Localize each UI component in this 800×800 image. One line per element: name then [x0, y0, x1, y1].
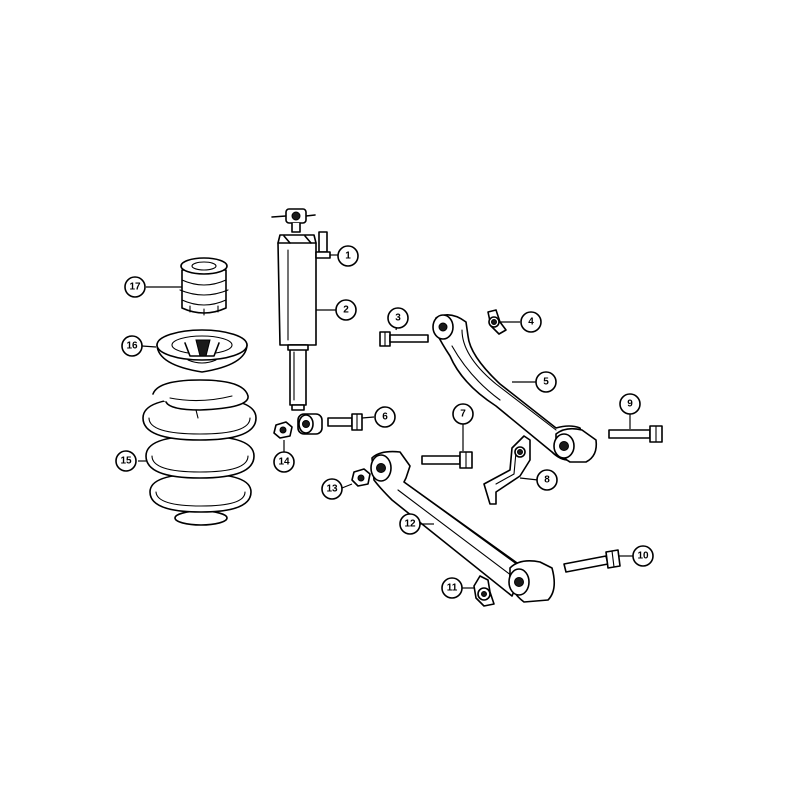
callout-7: 7 — [452, 403, 474, 425]
svg-text:1: 1 — [345, 251, 351, 262]
callout-16: 16 — [121, 335, 143, 357]
svg-text:11: 11 — [447, 583, 458, 594]
svg-text:13: 13 — [326, 484, 338, 495]
callout-17: 17 — [124, 276, 146, 298]
callout-14: 14 — [273, 451, 295, 473]
callout-11: 11 — [441, 577, 463, 599]
callout-4: 4 — [520, 311, 542, 333]
callout-13: 13 — [321, 478, 343, 500]
svg-text:14: 14 — [278, 457, 290, 468]
lower-shock-bolt — [327, 413, 363, 431]
svg-text:8: 8 — [544, 475, 550, 486]
mounting-bracket — [483, 435, 531, 505]
lower-arm-frame-nut — [351, 468, 371, 487]
svg-text:7: 7 — [460, 409, 466, 420]
callout-12: 12 — [399, 513, 421, 535]
callout-5: 5 — [535, 371, 557, 393]
svg-text:4: 4 — [528, 317, 534, 328]
jounce-bumper — [179, 257, 229, 316]
callout-10: 10 — [632, 545, 654, 567]
lower-arm-frame-bolt — [421, 451, 473, 469]
callout-6: 6 — [374, 406, 396, 428]
callout-3: 3 — [387, 307, 409, 329]
lower-arm-flag-nut — [473, 575, 495, 607]
upper-arm-flag-nut — [487, 309, 507, 335]
callout-2: 2 — [335, 299, 357, 321]
upper-control-arm — [432, 314, 598, 463]
callout-1: 1 — [337, 245, 359, 267]
svg-text:12: 12 — [404, 519, 416, 530]
svg-text:16: 16 — [126, 341, 138, 352]
shock-absorber — [271, 208, 323, 435]
svg-text:17: 17 — [129, 282, 141, 293]
leader-lines — [138, 254, 633, 589]
upper-shock-bolt — [315, 231, 331, 259]
svg-text:5: 5 — [543, 377, 549, 388]
lower-arm-axle-bolt — [563, 549, 621, 573]
lower-control-arm — [370, 450, 556, 603]
svg-text:3: 3 — [395, 313, 401, 324]
svg-text:2: 2 — [343, 305, 349, 316]
callout-15: 15 — [115, 450, 137, 472]
upper-arm-axle-bolt — [608, 425, 663, 443]
svg-text:9: 9 — [627, 399, 633, 410]
lower-shock-nut — [273, 421, 293, 439]
coil-spring — [142, 379, 257, 526]
callout-8: 8 — [536, 469, 558, 491]
svg-text:10: 10 — [637, 551, 649, 562]
callout-9: 9 — [619, 393, 641, 415]
svg-text:6: 6 — [382, 412, 388, 423]
upper-arm-frame-bolt — [379, 331, 429, 347]
spring-isolator — [156, 329, 248, 373]
svg-text:15: 15 — [120, 456, 132, 467]
